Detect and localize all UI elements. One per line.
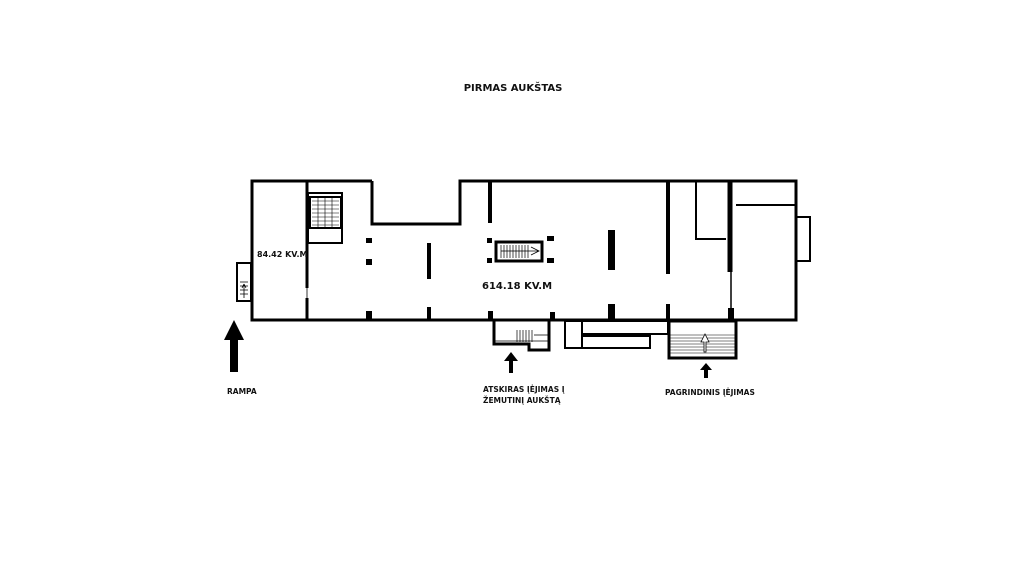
ramp-label: RAMPA — [227, 387, 257, 396]
outer-walls — [250, 179, 798, 322]
main-room-area: 614.18 KV.M — [482, 281, 552, 292]
right-bump — [796, 216, 811, 262]
main-entrance-arrow-icon — [700, 363, 712, 378]
ramp-box — [236, 262, 252, 302]
separate-entrance-label-2: ŽEMUTINĮ AUKŠTĄ — [483, 396, 561, 405]
plan-title: PIRMAS AUKŠTAS — [464, 81, 563, 94]
ramp-arrow-icon — [224, 320, 244, 372]
staircase-central — [494, 240, 544, 263]
lower-stair-annex — [492, 320, 551, 352]
service-annex — [564, 320, 669, 349]
separate-entrance-arrow-icon — [504, 352, 518, 373]
interior-walls — [305, 181, 796, 320]
small-room-area: 84.42 KV.M — [257, 250, 307, 259]
main-entrance-label: PAGRINDINIS ĮĖJIMAS — [665, 388, 755, 397]
separate-entrance-label-1: ATSKIRAS ĮĖJIMAS Į — [483, 385, 565, 394]
main-entrance-stairs — [667, 319, 738, 360]
staircase-west — [309, 196, 342, 229]
columns — [366, 230, 734, 320]
